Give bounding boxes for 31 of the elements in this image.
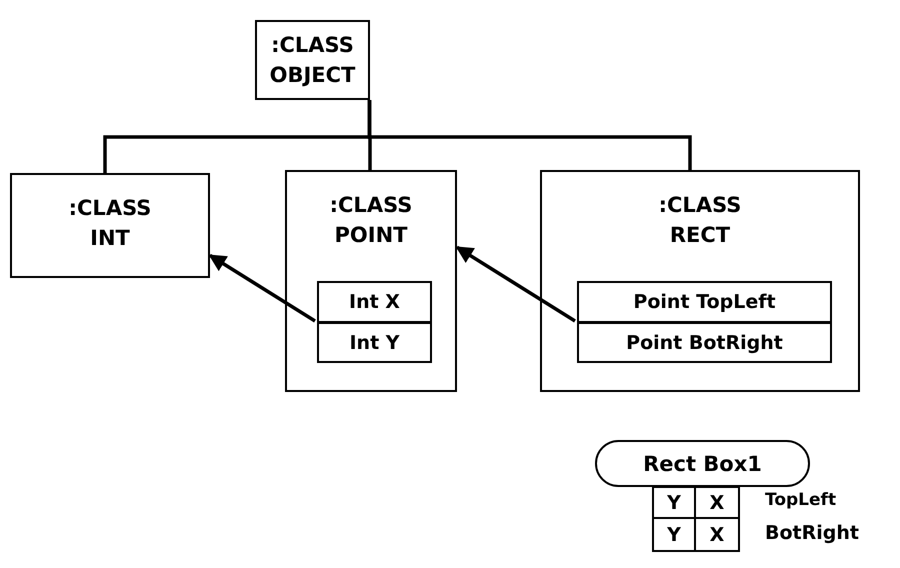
row-label: BotRight (765, 522, 859, 544)
arrow (456, 246, 576, 322)
object-name: Rect Box1 (643, 452, 762, 476)
class-name: :CLASS INT (68, 195, 152, 252)
field-box (577, 281, 832, 323)
field-box (317, 281, 432, 323)
row-label: TopLeft (765, 490, 836, 510)
field-box (317, 322, 432, 363)
field-box (577, 322, 832, 363)
class-box (540, 170, 860, 392)
cell-value: X (710, 524, 724, 546)
table-cell (694, 517, 740, 552)
table-cell (652, 486, 696, 519)
class-box (10, 173, 210, 278)
class-name: :CLASS OBJECT (270, 32, 356, 89)
cell-value: Y (667, 492, 681, 514)
class-box (255, 20, 370, 100)
class-name: :CLASS POINT (330, 192, 412, 249)
field-name: Point BotRight (626, 332, 783, 354)
cell-value: Y (667, 524, 681, 546)
field-name: Int X (349, 291, 400, 313)
cell-value: X (710, 492, 724, 514)
class-box (285, 170, 457, 392)
field-name: Int Y (349, 332, 400, 354)
class-name: :CLASS RECT (658, 192, 742, 249)
table-cell (652, 517, 696, 552)
field-name: Point TopLeft (633, 291, 776, 313)
connector-line (368, 100, 692, 170)
table-cell (694, 486, 740, 519)
object-pill (595, 440, 810, 487)
arrow (208, 254, 316, 322)
